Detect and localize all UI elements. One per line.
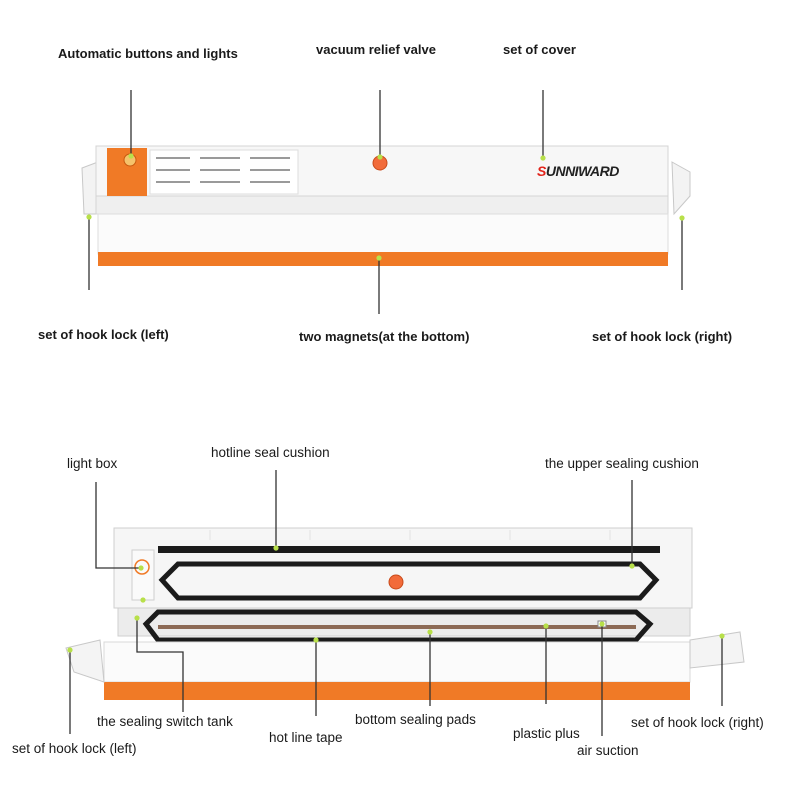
label-upper-sealing-cushion: the upper sealing cushion	[545, 456, 699, 472]
label-two-magnets: two magnets(at the bottom)	[299, 329, 469, 345]
label-air-suction: air suction	[577, 743, 639, 759]
open-sealer	[66, 528, 744, 700]
label-automatic-buttons: Automatic buttons and lights	[58, 46, 238, 62]
label-hook-lock-right-top: set of hook lock (right)	[592, 329, 732, 345]
label-bottom-sealing-pads: bottom sealing pads	[355, 712, 476, 728]
label-hotline-seal-cushion: hotline seal cushion	[211, 445, 330, 461]
label-hook-lock-right-bottom: set of hook lock (right)	[631, 715, 764, 731]
label-plastic-plus: plastic plus	[513, 726, 580, 742]
brand-logo: SUNNIWARD	[537, 163, 619, 179]
label-light-box: light box	[67, 456, 117, 472]
label-sealing-switch-tank: the sealing switch tank	[97, 714, 233, 730]
label-hook-lock-left-top: set of hook lock (left)	[38, 327, 169, 343]
label-hot-line-tape: hot line tape	[269, 730, 343, 746]
label-hook-lock-left-bottom: set of hook lock (left)	[12, 741, 137, 757]
label-vacuum-relief-valve: vacuum relief valve	[316, 42, 436, 58]
label-set-of-cover: set of cover	[503, 42, 576, 58]
